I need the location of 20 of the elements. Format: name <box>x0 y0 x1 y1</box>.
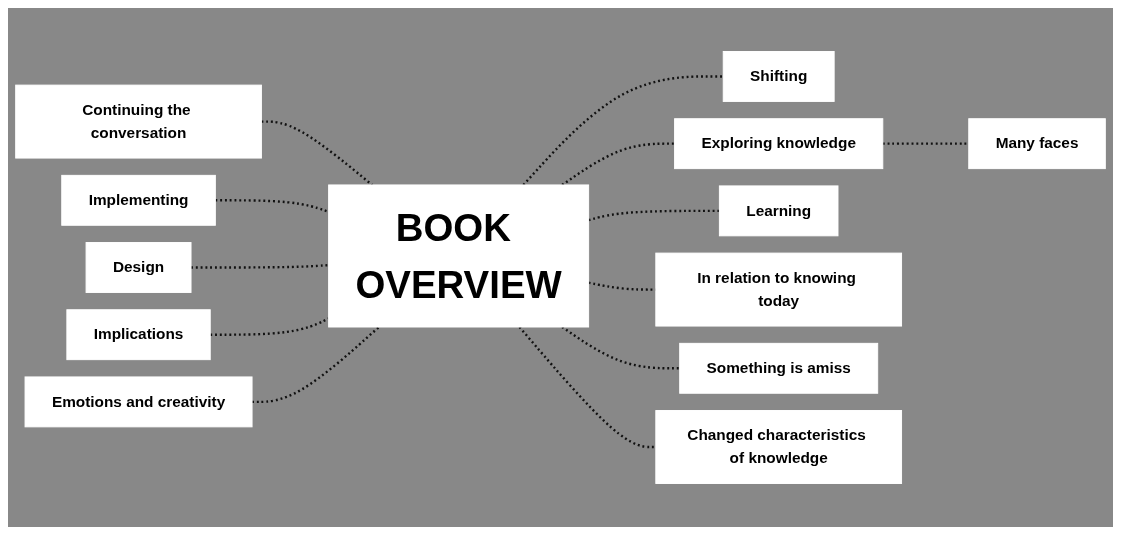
node-box: Many faces <box>968 118 1106 170</box>
connector <box>588 209 720 222</box>
node-box: In relation to knowing today <box>655 252 903 327</box>
node-box: Design <box>85 242 192 293</box>
node-box: BOOK OVERVIEW <box>328 184 590 328</box>
node-box: Shifting <box>722 51 835 102</box>
connector <box>882 142 969 145</box>
connector <box>561 142 675 186</box>
connector <box>522 75 724 186</box>
connector <box>215 199 329 213</box>
node-box: Implications <box>66 309 211 361</box>
node-box: Emotions and creativity <box>24 376 253 428</box>
connector <box>518 326 656 449</box>
connector <box>261 120 373 186</box>
node-box: Learning <box>718 185 839 237</box>
node-box: Exploring knowledge <box>674 118 884 170</box>
node-box: Continuing the conversation <box>15 84 262 159</box>
node-box: Implementing <box>61 174 216 226</box>
node-box: Something is amiss <box>679 342 879 394</box>
node-box: Changed characteristics of knowledge <box>655 410 903 484</box>
